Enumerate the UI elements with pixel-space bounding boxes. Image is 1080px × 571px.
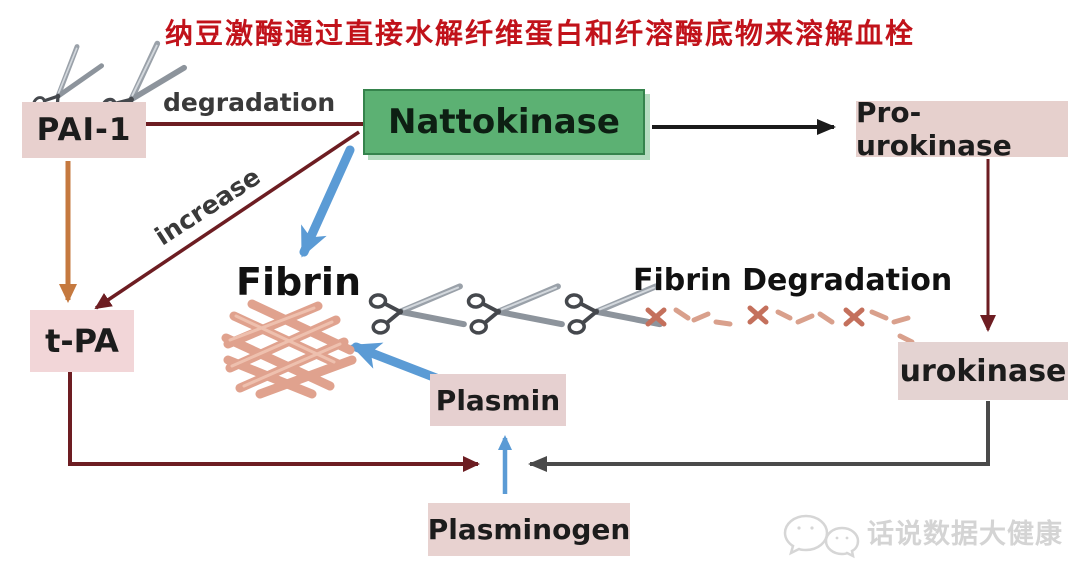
node-pro-urokinase: Pro-urokinase <box>856 96 1068 162</box>
node-tpa: t-PA <box>30 310 134 372</box>
node-tpa-label: t-PA <box>45 322 119 360</box>
edge-nattokinase-fibrin-arrow <box>299 145 355 258</box>
node-urokinase-label: urokinase <box>899 353 1067 389</box>
label-fibrin: Fibrin <box>236 260 362 304</box>
edge-label-degradation: degradation <box>163 88 336 117</box>
node-plasminogen: Plasminogen <box>428 503 630 556</box>
node-plasminogen-label: Plasminogen <box>427 513 631 546</box>
node-nattokinase: Nattokinase <box>363 89 645 155</box>
edge-urokinase-plasminogen-arrow <box>528 401 990 472</box>
edge-label-increase: increase <box>149 161 266 252</box>
node-pro-urokinase-label: Pro-urokinase <box>856 96 1012 162</box>
diagram-title: 纳豆激酶通过直接水解纤维蛋白和纤溶酶底物来溶解血栓 <box>164 17 915 50</box>
node-urokinase: urokinase <box>898 342 1068 400</box>
node-pai1: PAI-1 <box>22 102 146 158</box>
scissors-icon <box>370 286 464 333</box>
node-plasmin: Plasmin <box>430 374 566 426</box>
node-nattokinase-label: Nattokinase <box>388 102 620 142</box>
watermark-text: 话说数据大健康 <box>867 518 1063 550</box>
edge-tpa-plasminogen-arrow <box>68 372 480 472</box>
node-pai1-label: PAI-1 <box>36 112 132 148</box>
scissors-icon <box>468 286 562 333</box>
fibrin-mesh-illustration <box>221 299 357 399</box>
label-fibrin-degradation: Fibrin Degradation <box>633 263 953 298</box>
watermark: 话说数据大健康 <box>795 503 1075 559</box>
edge-plasmin-fibrin-arrow <box>350 342 441 383</box>
node-plasmin-label: Plasmin <box>435 383 561 417</box>
fibrin-fragment-marks <box>645 305 915 345</box>
